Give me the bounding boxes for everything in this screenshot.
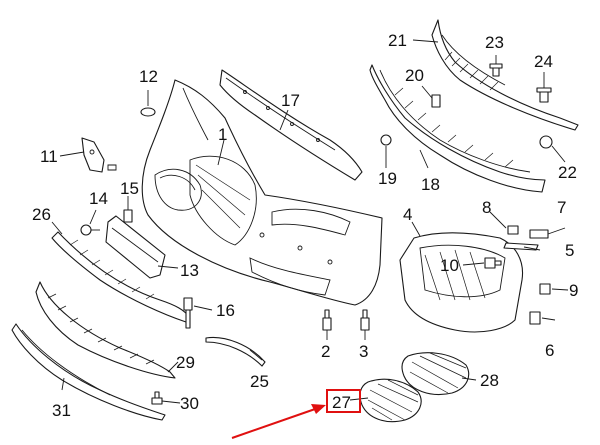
grille-cover-28-part xyxy=(401,352,470,395)
callout-5: 5 xyxy=(565,241,574,260)
callout-labels: 1 2 3 4 5 6 7 8 9 10 11 12 13 14 15 16 1… xyxy=(32,31,578,420)
callout-6: 6 xyxy=(545,341,554,360)
lower-spoiler-part xyxy=(11,323,166,421)
highlight-callout-27 xyxy=(231,389,361,439)
callout-25: 25 xyxy=(250,372,269,391)
callout-3: 3 xyxy=(359,342,368,361)
callout-18: 18 xyxy=(421,175,440,194)
callout-12: 12 xyxy=(139,67,158,86)
callout-17: 17 xyxy=(281,91,300,110)
callout-11: 11 xyxy=(40,147,58,166)
callout-29: 29 xyxy=(176,353,195,372)
lower-grille-insert-part xyxy=(35,281,176,379)
bolt-9-part xyxy=(539,283,551,295)
callout-13: 13 xyxy=(180,261,199,280)
clip-7-part xyxy=(529,229,549,239)
callout-30: 30 xyxy=(180,394,199,413)
callout-19: 19 xyxy=(378,169,397,188)
bumper-cover-part xyxy=(141,79,383,306)
clip-19-part xyxy=(380,134,392,146)
license-bracket-part xyxy=(105,209,166,279)
callout-22: 22 xyxy=(558,163,577,182)
callout-4: 4 xyxy=(403,205,412,224)
callout-16: 16 xyxy=(216,301,235,320)
highlight-box xyxy=(326,389,361,413)
callout-27: 27 xyxy=(332,393,351,412)
clip-22-part xyxy=(539,135,553,149)
bolt-6-part xyxy=(529,311,541,325)
callout-28: 28 xyxy=(480,371,499,390)
bolt-8-part xyxy=(507,225,519,235)
molding-25-part xyxy=(205,336,266,367)
callout-8: 8 xyxy=(482,198,491,217)
bolt-23-part xyxy=(489,63,503,77)
bolt-10-part xyxy=(484,257,502,269)
callout-2: 2 xyxy=(321,342,330,361)
leader-lines xyxy=(51,39,569,404)
upper-absorber-part xyxy=(219,69,363,181)
callout-31: 31 xyxy=(52,401,71,420)
screw-14-part xyxy=(80,224,100,236)
bolt-24-part xyxy=(536,87,552,103)
callout-14: 14 xyxy=(89,189,108,208)
bumper-reinforcement-part xyxy=(369,64,546,193)
clip-20-part xyxy=(431,94,441,108)
callout-21: 21 xyxy=(388,31,407,50)
callout-24: 24 xyxy=(534,52,553,71)
callout-26: 26 xyxy=(32,205,51,224)
side-bracket-part xyxy=(81,137,117,173)
callout-23: 23 xyxy=(485,33,504,52)
red-arrow xyxy=(231,407,319,439)
screw-30-part xyxy=(151,391,163,405)
bolt-3-part xyxy=(360,309,370,331)
sensor-16-part xyxy=(183,297,193,329)
callout-15: 15 xyxy=(120,179,139,198)
upper-molding-strip-part xyxy=(431,19,579,131)
callout-1: 1 xyxy=(218,125,227,144)
callout-7: 7 xyxy=(557,198,566,217)
callout-20: 20 xyxy=(405,66,424,85)
bolt-2-part xyxy=(322,309,332,331)
callout-9: 9 xyxy=(569,281,578,300)
clip-15-part xyxy=(123,209,133,223)
red-arrow-head xyxy=(311,404,326,414)
clip-12-part xyxy=(140,107,156,117)
callout-10: 10 xyxy=(440,256,459,275)
